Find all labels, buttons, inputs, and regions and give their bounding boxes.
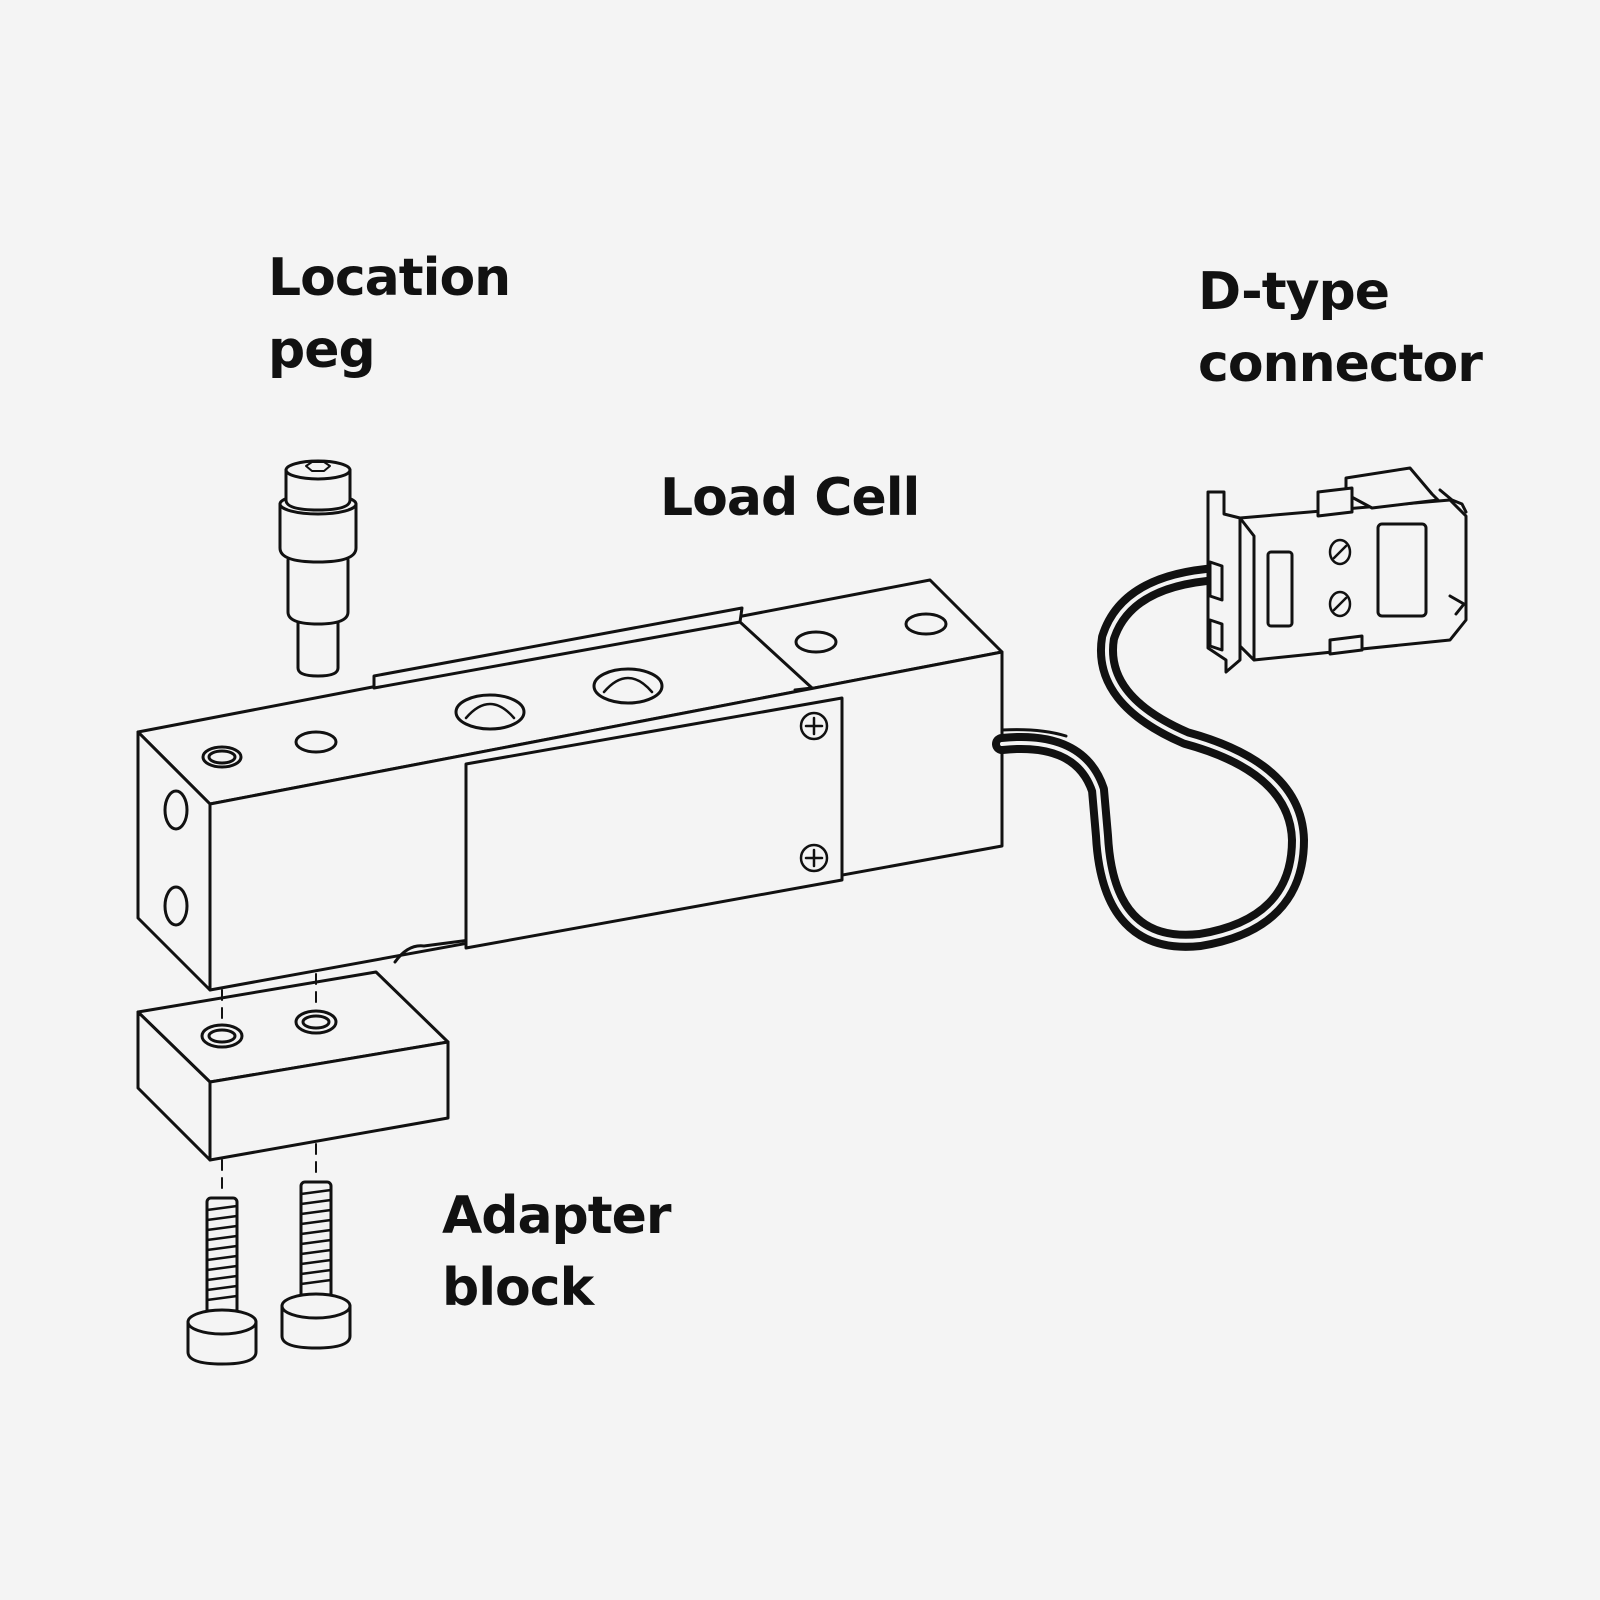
screw-right xyxy=(280,1180,352,1350)
load-cell-label: Load Cell xyxy=(660,462,920,534)
location-peg-label: Location peg xyxy=(268,242,511,386)
adapter-block-label-line2: block xyxy=(442,1258,594,1318)
cable-drawing xyxy=(992,564,1308,951)
adapter-block-drawing xyxy=(136,970,450,1197)
screw-left xyxy=(186,1196,258,1366)
screws-drawing xyxy=(186,1180,352,1366)
d-type-connector-label-line2: connector xyxy=(1198,334,1483,394)
d-type-connector-label: D-type connector xyxy=(1198,256,1483,400)
d-type-connector-drawing xyxy=(1206,466,1468,674)
adapter-block-label: Adapter block xyxy=(442,1180,672,1324)
d-type-connector-label-line1: D-type xyxy=(1198,262,1390,322)
location-peg-label-line2: peg xyxy=(268,320,376,380)
load-cell-label-line1: Load Cell xyxy=(660,468,920,528)
location-peg-label-line1: Location xyxy=(268,248,511,308)
adapter-block-label-line1: Adapter xyxy=(442,1186,672,1246)
load-cell-drawing xyxy=(136,578,1068,992)
location-peg-drawing xyxy=(278,459,358,678)
